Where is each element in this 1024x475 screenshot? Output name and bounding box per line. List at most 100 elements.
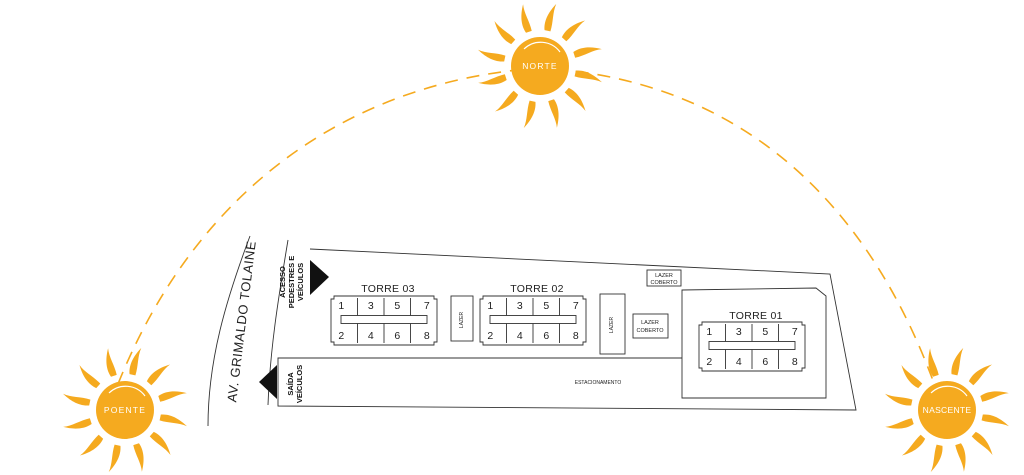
- sun-ray: [574, 70, 602, 83]
- sun-icon: [478, 4, 602, 128]
- tower-title: TORRE 03: [361, 283, 415, 295]
- tower-02: TORRE 02 1 2 3 4 5 6 7 8: [479, 283, 587, 346]
- sun-ray: [955, 443, 966, 472]
- sun-ray: [523, 100, 536, 128]
- svg-text:ACESSO: ACESSO: [278, 266, 287, 298]
- unit-number: 7: [424, 300, 430, 312]
- sun-ray: [928, 348, 939, 377]
- sun-ray: [981, 414, 1009, 427]
- unit-number: 5: [762, 326, 768, 338]
- sun-ray: [478, 49, 506, 62]
- sun-ray: [108, 444, 121, 472]
- unit-number: 3: [736, 326, 742, 338]
- sun-ray: [494, 90, 519, 112]
- sun-ray: [971, 431, 993, 456]
- sun-ray: [561, 20, 586, 42]
- unit-number: 8: [792, 356, 798, 368]
- tower-01: TORRE 01 1 2 3 4 5 6 7 8: [698, 310, 806, 372]
- arrow-left-icon: [259, 365, 277, 399]
- unit-number: 6: [762, 356, 768, 368]
- unit-number: 1: [338, 300, 344, 312]
- lazer-label-1: LAZER: [459, 312, 465, 329]
- unit-number: 2: [706, 356, 712, 368]
- parking-label: ESTACIONAMENTO: [575, 380, 622, 386]
- svg-text:VEÍCULOS: VEÍCULOS: [296, 263, 305, 301]
- site-boundary: [277, 248, 857, 411]
- unit-number: 3: [517, 300, 523, 312]
- sun-ray: [494, 20, 516, 45]
- svg-text:SAÍDA: SAÍDA: [286, 372, 295, 396]
- unit-number: 1: [487, 300, 493, 312]
- sun-ray: [149, 431, 171, 456]
- exit-label: SAÍDA VEÍCULOS: [286, 365, 304, 403]
- avenue-curb-outer: [207, 235, 251, 427]
- sun-ray: [133, 443, 144, 472]
- sun-icon: [885, 348, 1009, 472]
- unit-number: 5: [543, 300, 549, 312]
- tower-03: TORRE 03 1 2 3 4 5 6 7 8: [330, 283, 438, 346]
- sun-icon: [63, 348, 187, 472]
- tower-title: TORRE 02: [510, 283, 564, 295]
- unit-number: 5: [394, 300, 400, 312]
- sun-ray: [980, 391, 1009, 402]
- tower-corridor: [708, 341, 796, 350]
- sun-ray: [79, 364, 101, 389]
- sun-ray: [129, 348, 142, 376]
- sun-ray: [573, 47, 602, 58]
- unit-number: 7: [573, 300, 579, 312]
- sun-ray: [930, 444, 943, 472]
- lazer-coberto-top-block: [646, 269, 682, 287]
- sun-label-west: POENTE: [104, 405, 146, 415]
- unit-number: 4: [736, 356, 742, 368]
- sun-ray: [548, 99, 559, 128]
- sun-north: NORTE: [478, 4, 602, 128]
- lazer-coberto-label-2: COBERTO: [637, 328, 665, 334]
- svg-text:PEDESTRES E: PEDESTRES E: [287, 256, 296, 309]
- lazer-coberto-top-label-2: COBERTO: [651, 280, 679, 286]
- avenue-name: AV. GRIMALDO TOLAINE: [224, 240, 259, 403]
- sun-east: NASCENTE: [885, 348, 1009, 472]
- lazer-label-2: LAZER: [609, 317, 615, 334]
- sun-label-east: NASCENTE: [923, 405, 972, 415]
- sun-ray: [478, 74, 507, 85]
- sun-ray: [63, 418, 92, 429]
- sun-west: POENTE: [63, 348, 187, 472]
- lazer-coberto-top-label-1: LAZER: [655, 273, 673, 279]
- unit-number: 8: [573, 330, 579, 342]
- sun-ray: [158, 391, 187, 402]
- sun-label-north: NORTE: [522, 61, 558, 71]
- unit-number: 1: [706, 326, 712, 338]
- svg-text:VEÍCULOS: VEÍCULOS: [295, 365, 304, 403]
- entrance-label: ACESSO PEDESTRES E VEÍCULOS: [278, 256, 305, 309]
- sun-ray: [106, 348, 117, 377]
- unit-number: 6: [543, 330, 549, 342]
- tower-corridor: [340, 315, 428, 324]
- tower-title: TORRE 01: [729, 310, 783, 322]
- sun-ray: [885, 393, 913, 406]
- unit-number: 3: [368, 300, 374, 312]
- sun-ray: [63, 393, 91, 406]
- sun-ray: [521, 4, 532, 33]
- sun-ray: [968, 364, 993, 386]
- unit-number: 2: [338, 330, 344, 342]
- unit-number: 7: [792, 326, 798, 338]
- arrow-right-icon: [310, 260, 329, 295]
- tower-01-enclosure: [681, 287, 827, 399]
- tower-corridor: [489, 315, 577, 324]
- sun-ray: [159, 414, 187, 427]
- lazer-coberto-block: [632, 313, 669, 339]
- sun-ray: [79, 434, 104, 456]
- sun-ray: [901, 364, 923, 389]
- lazer-block-2: [599, 293, 626, 355]
- sun-ray: [146, 364, 171, 386]
- unit-number: 4: [517, 330, 523, 342]
- unit-number: 6: [394, 330, 400, 342]
- unit-number: 4: [368, 330, 374, 342]
- unit-number: 8: [424, 330, 430, 342]
- sun-ray: [544, 4, 557, 32]
- sun-ray: [951, 348, 964, 376]
- sun-ray: [901, 434, 926, 456]
- sun-ray: [564, 87, 586, 112]
- unit-number: 2: [487, 330, 493, 342]
